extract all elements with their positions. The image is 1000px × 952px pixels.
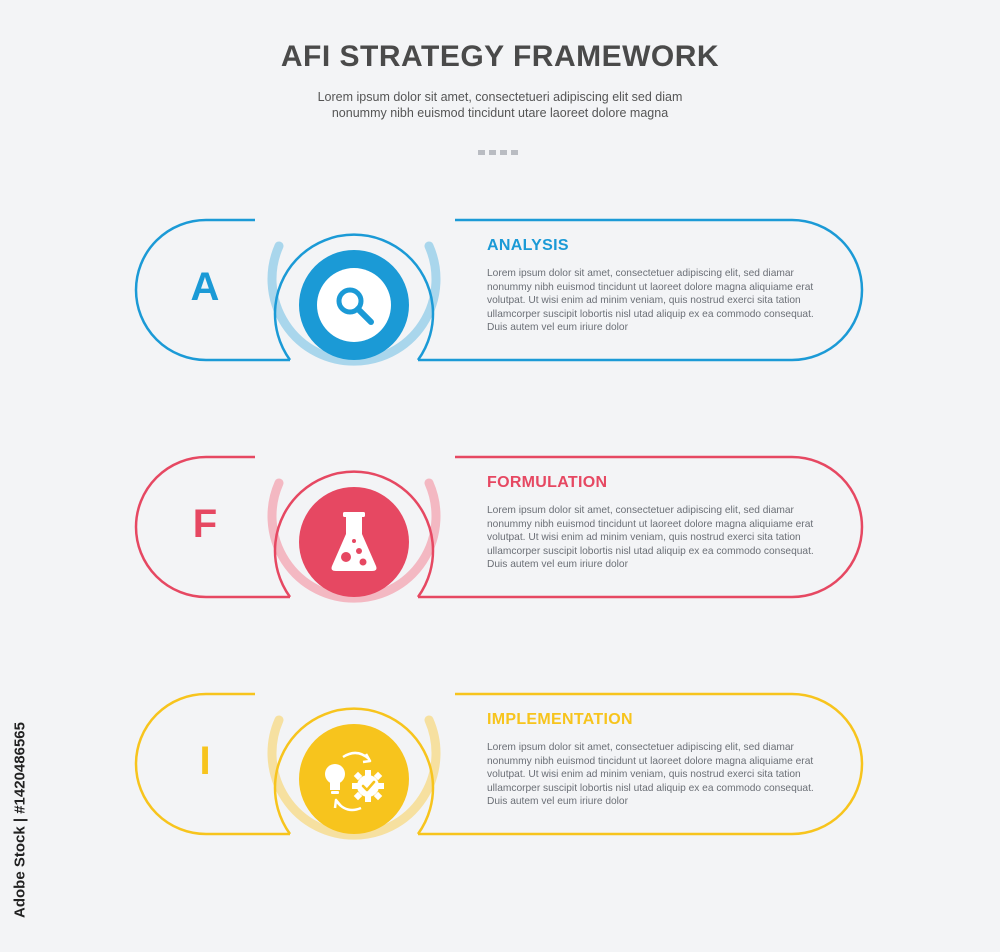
page-subtitle: Lorem ipsum dolor sit amet, consectetuer… [317, 90, 683, 120]
step-frame [134, 455, 864, 603]
step-frame [134, 692, 864, 840]
step-title: IMPLEMENTATION [487, 711, 633, 728]
step-badge [299, 250, 409, 360]
stock-credit-text: Adobe Stock | #1420486565 [11, 722, 29, 918]
step-badge [299, 487, 409, 597]
step-title: ANALYSIS [487, 237, 569, 254]
step-letter: A [190, 265, 220, 309]
step-letter: I [199, 739, 211, 783]
step-description: Lorem ipsum dolor sit amet, consectetuer… [487, 742, 814, 808]
stock-credit: Adobe Stock | #1420486565 [10, 700, 30, 940]
step-title: FORMULATION [487, 474, 608, 491]
step-row-analysis: A ANALYSIS Lorem ipsum dolor sit amet, c… [0, 215, 1000, 405]
step-description: Lorem ipsum dolor sit amet, consectetuer… [487, 268, 814, 334]
flask-icon [331, 512, 377, 571]
divider-dots [478, 150, 522, 156]
idea-to-action-icon [325, 751, 384, 812]
step-description: Lorem ipsum dolor sit amet, consectetuer… [487, 505, 814, 571]
step-badge [299, 724, 409, 834]
step-letter: F [192, 502, 218, 546]
page-title: AFI STRATEGY FRAMEWORK [280, 40, 720, 73]
step-frame [134, 218, 864, 366]
step-row-implementation: I IMPLEMEN [0, 689, 1000, 879]
step-row-formulation: F FORMULATION Lorem ipsum dolor sit amet… [0, 452, 1000, 642]
magnifier-icon [317, 268, 391, 342]
